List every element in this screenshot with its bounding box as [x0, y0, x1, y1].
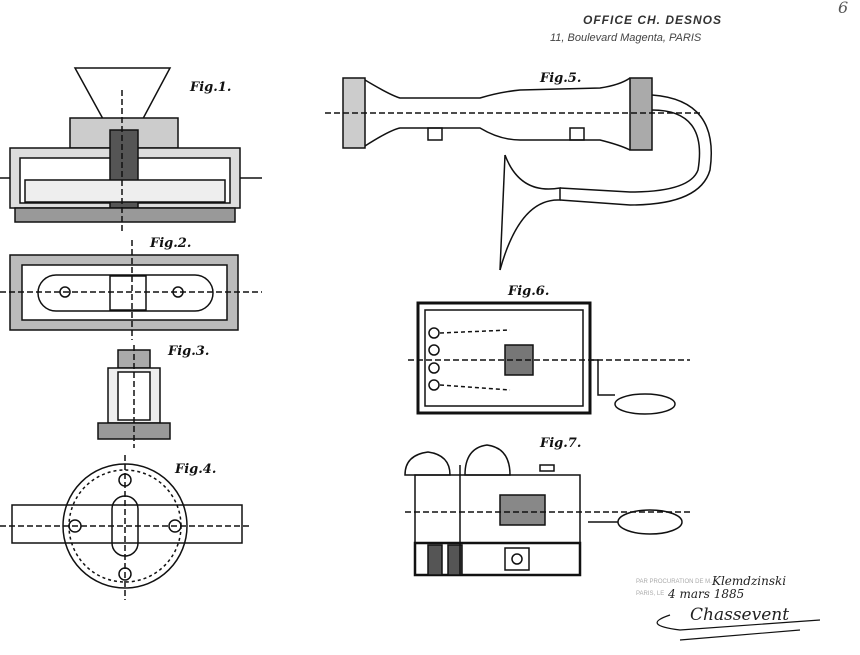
- fig2-drawing: [0, 240, 262, 340]
- fig1-drawing: [0, 67, 262, 232]
- fig7-drawing: [404, 444, 690, 577]
- page-number: 6: [838, 0, 849, 17]
- handwritten-name: Klemdzinski: [712, 574, 787, 588]
- signature-flourish: [656, 614, 821, 641]
- fig4-drawing: [0, 455, 250, 600]
- fig1-label: Fig.1.: [190, 80, 232, 95]
- signature: Chassevent: [690, 605, 790, 625]
- fig5-drawing: [325, 77, 712, 271]
- office-stamp: OFFICE CH. DESNOS: [583, 13, 723, 27]
- fig6-label: Fig.6.: [508, 284, 550, 299]
- handwritten-date: 4 mars 1885: [668, 587, 745, 601]
- fig5-label: Fig.5.: [540, 71, 582, 86]
- fig3-label: Fig.3.: [168, 344, 210, 359]
- procuration-text: PAR PROCURATION DE M.: [636, 579, 712, 585]
- fig7-label: Fig.7.: [540, 436, 582, 451]
- fig6-drawing: [408, 301, 690, 415]
- fig4-label: Fig.4.: [175, 462, 217, 477]
- office-address: 11, Boulevard Magenta, PARIS: [550, 32, 702, 44]
- fig3-drawing: [97, 345, 171, 448]
- fig2-label: Fig.2.: [150, 236, 192, 251]
- place-date-text: PARIS, LE: [636, 591, 665, 597]
